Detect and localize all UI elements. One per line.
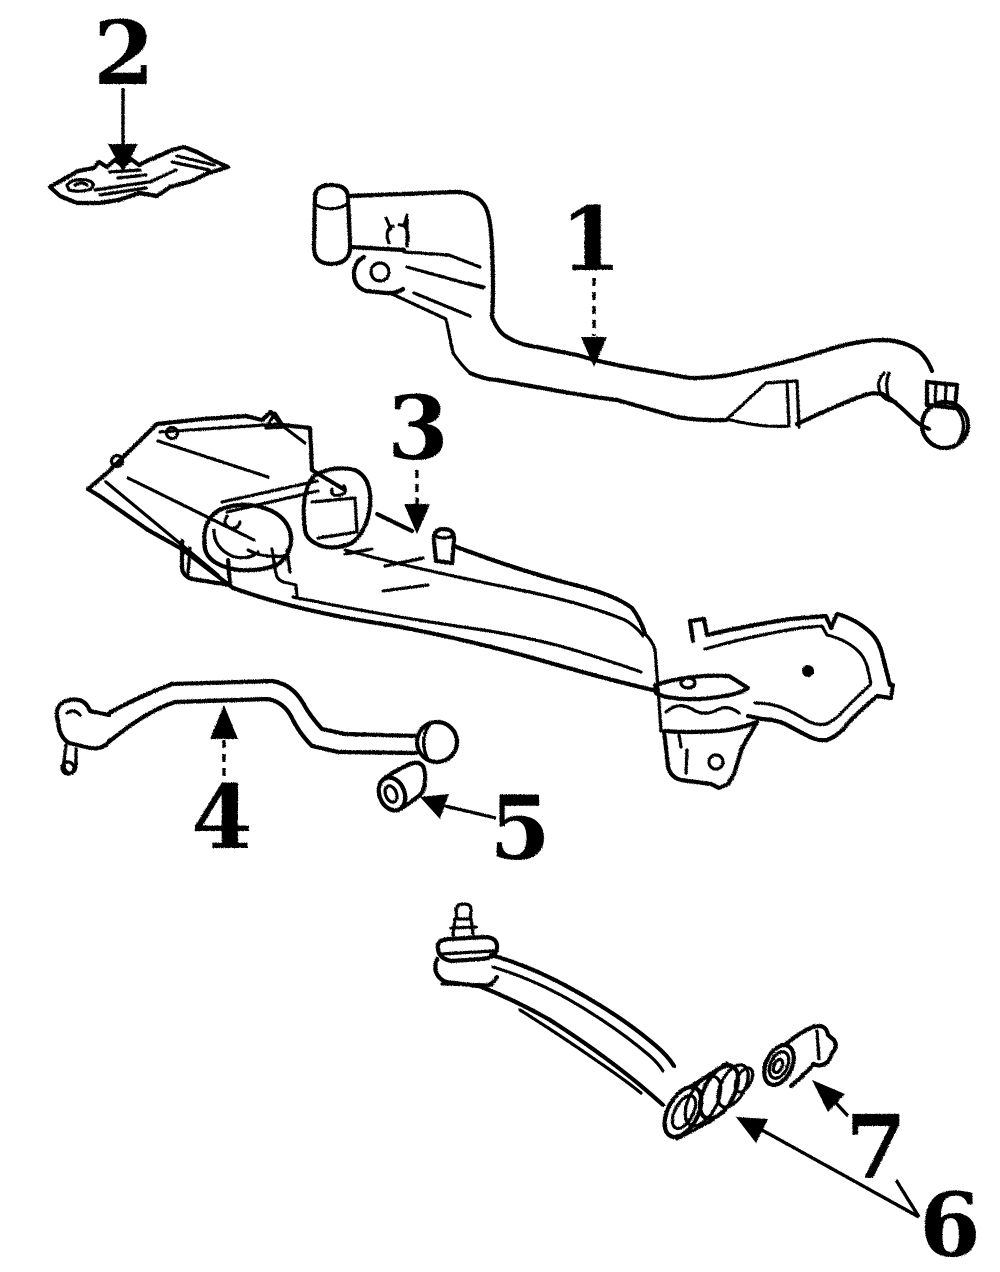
callout-5-arrowhead — [420, 794, 449, 819]
part-mounting-bracket-plate — [47, 144, 231, 206]
part-stabilizer-bushing — [376, 760, 428, 813]
part-control-arm-small-bushing — [762, 1023, 838, 1089]
callout-4[interactable]: 4 — [191, 705, 253, 869]
callout-5-leader — [444, 804, 497, 820]
callout-7-arrowhead — [812, 1080, 845, 1112]
part-support-brace-tube — [311, 182, 971, 451]
callout-3-arrowhead — [404, 504, 430, 534]
callout-6-label[interactable]: 6 — [919, 1173, 980, 1272]
callout-4-arrowhead — [210, 705, 238, 739]
callout-7-label[interactable]: 7 — [845, 1095, 906, 1199]
callout-3[interactable]: 3 — [387, 376, 449, 534]
callout-6-leader — [761, 1128, 920, 1219]
part-stabilizer-bar — [54, 678, 460, 776]
callout-6-leader-2 — [894, 1179, 921, 1218]
callout-6[interactable]: 6 — [736, 1117, 981, 1272]
callout-1[interactable]: 1 — [560, 187, 622, 367]
control-arm-large-bushing — [662, 1061, 755, 1141]
callout-3-label[interactable]: 3 — [387, 376, 448, 480]
part-lower-control-arm — [433, 902, 755, 1141]
callout-5[interactable]: 5 — [420, 776, 551, 880]
callout-2-arrowhead — [108, 144, 138, 172]
callout-2[interactable]: 2 — [93, 1, 155, 172]
callout-4-label[interactable]: 4 — [191, 765, 252, 869]
wing-bolt-hole — [802, 665, 814, 677]
callout-5-label[interactable]: 5 — [489, 776, 550, 880]
callout-7-leader — [834, 1101, 850, 1118]
callout-1-arrowhead — [581, 337, 607, 367]
callout-1-label[interactable]: 1 — [560, 187, 621, 291]
callout-2-label[interactable]: 2 — [93, 1, 154, 105]
part-crossmember — [85, 409, 896, 791]
callout-7[interactable]: 7 — [812, 1080, 907, 1199]
callout-6-arrowhead — [736, 1117, 768, 1143]
